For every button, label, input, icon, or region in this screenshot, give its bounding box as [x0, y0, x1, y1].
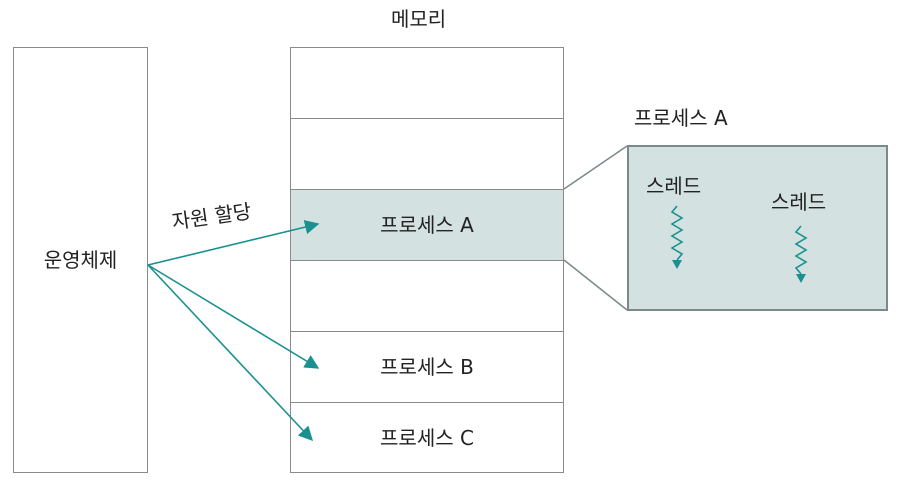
thread-label-1: 스레드: [646, 174, 702, 198]
os-box: 운영체제: [13, 47, 148, 473]
process-a-zoom-box: [627, 145, 888, 311]
memory-block-2: [290, 118, 564, 190]
zoom-connector-bottom: [563, 259, 628, 311]
process-b-label: 프로세스 B: [380, 355, 474, 379]
thread-2-squiggle-icon: [794, 225, 808, 283]
arrow-to-process-a: [147, 220, 320, 266]
process-c-label: 프로세스 C: [380, 425, 474, 450]
arrow-to-process-b: [147, 264, 320, 369]
zoom-title: 프로세스 A: [634, 106, 728, 130]
zoom-connector-top: [563, 145, 628, 190]
memory-title: 메모리: [391, 7, 447, 31]
thread-1-squiggle-icon: [670, 205, 684, 269]
memory-column: 프로세스 A 프로세스 B 프로세스 C: [290, 47, 564, 473]
thread-label-2: 스레드: [771, 190, 827, 214]
memory-block-1: [290, 47, 564, 119]
process-a-label: 프로세스 A: [380, 213, 474, 237]
memory-block-process-c: 프로세스 C: [290, 402, 564, 473]
arrow-to-process-c: [147, 264, 313, 442]
os-label: 운영체제: [43, 248, 118, 272]
